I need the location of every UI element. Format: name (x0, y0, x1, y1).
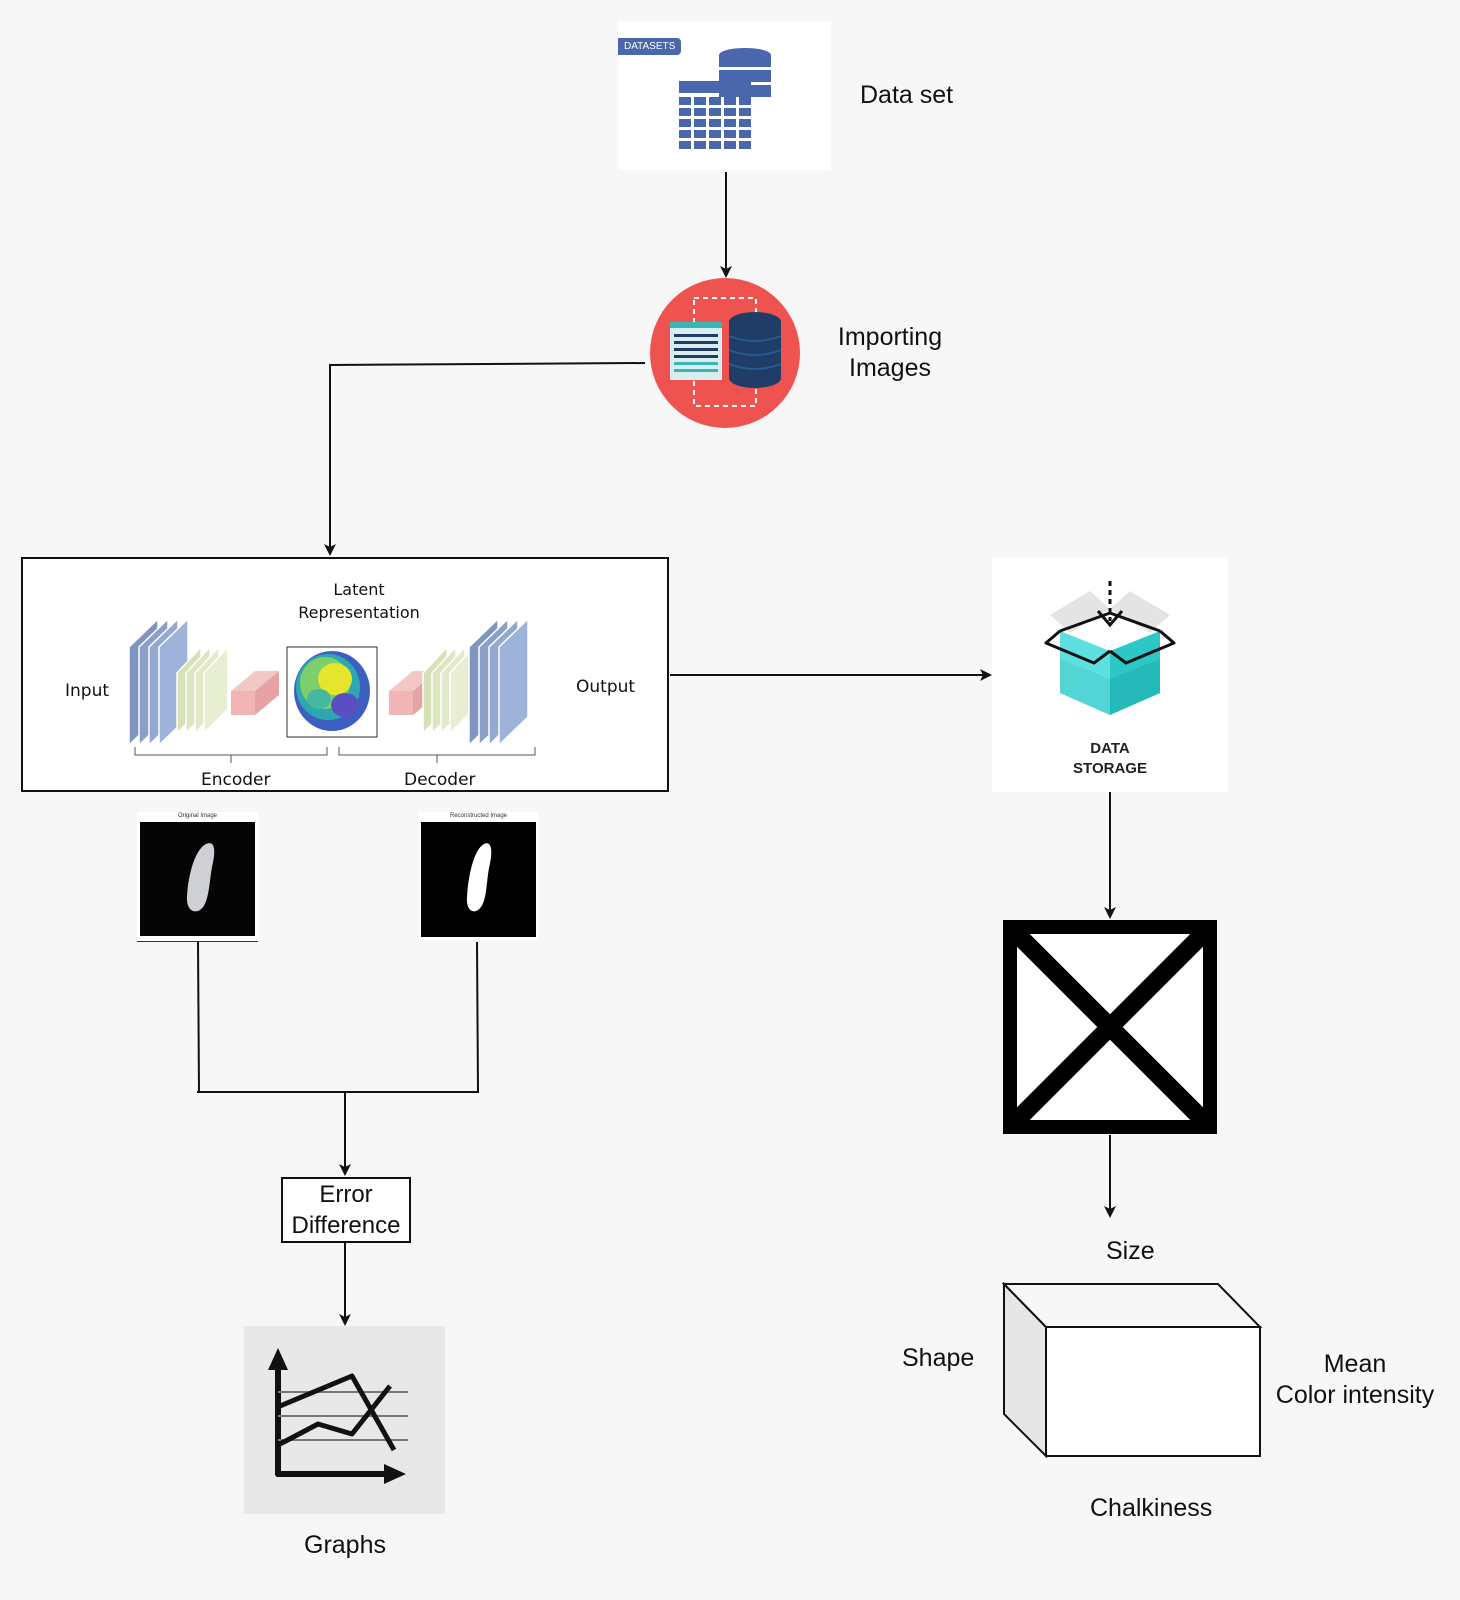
merge-line-original (197, 941, 200, 1093)
data-storage-card: DATA STORAGE (992, 557, 1228, 792)
decoder-brace (338, 747, 536, 763)
mean-label-line2: Color intensity (1275, 1381, 1435, 1409)
dataset-icon (679, 48, 771, 167)
dataset-label: Data set (860, 81, 954, 109)
reconstructed-image: Reconstructed Image (419, 812, 538, 940)
encoder-input-layers (128, 617, 189, 747)
grain-shape-original (186, 843, 215, 912)
grain-shape-reconstructed (466, 843, 492, 912)
output-label: Output (576, 677, 636, 697)
network-layers (128, 617, 536, 763)
importing-label-line2: Images (849, 354, 931, 382)
error-line2: Difference (291, 1212, 401, 1239)
input-label: Input (65, 681, 110, 701)
dataset-badge: DATASETS (618, 38, 682, 55)
arrow-import-to-autoencoder (324, 362, 646, 556)
original-image-caption: Original Image (177, 813, 218, 819)
feature-cube (1002, 1282, 1263, 1458)
mean-color-label: Mean Color intensity (1270, 1349, 1440, 1411)
storage-box-icon (1044, 581, 1176, 715)
merge-line-reconstructed (476, 941, 479, 1093)
autoencoder-diagram: Latent Representation Input Output (21, 557, 669, 792)
latent-label-line2: Representation (298, 603, 420, 622)
original-image-frame (140, 822, 255, 936)
latent-scatter (286, 646, 378, 738)
latent-label: Latent Representation (259, 578, 459, 624)
latent-label-line1: Latent (333, 580, 385, 599)
encoder-bottleneck (231, 671, 279, 715)
image-placeholder (1003, 920, 1217, 1134)
encoder-label: Encoder (201, 770, 271, 790)
storage-label-line2: STORAGE (1073, 760, 1147, 777)
dataset-card: DATASETS (618, 21, 831, 170)
graphs-icon (244, 1326, 445, 1514)
decoder-hidden-layers (422, 645, 475, 735)
importing-label: Importing Images (825, 322, 955, 384)
storage-label-line1: DATA (1090, 740, 1130, 757)
encoder-brace (134, 747, 328, 763)
shape-label: Shape (902, 1344, 975, 1372)
size-label: Size (1106, 1237, 1155, 1265)
encoder-hidden-layers (176, 645, 229, 735)
decoder-label: Decoder (404, 770, 476, 790)
importing-label-line1: Importing (837, 323, 943, 351)
decoder-output-layers (468, 617, 529, 747)
error-line1: Error (319, 1181, 373, 1208)
line-chart-icon (268, 1348, 408, 1484)
reconstructed-image-frame (421, 822, 536, 937)
importing-icon (650, 278, 800, 428)
graphs-label: Graphs (304, 1531, 386, 1559)
mean-label-line1: Mean (1323, 1350, 1387, 1378)
original-image: Original Image (137, 812, 258, 942)
chalkiness-label: Chalkiness (1090, 1494, 1213, 1522)
reconstructed-image-caption: Reconstructed Image (449, 813, 508, 819)
storage-label: DATA STORAGE (992, 739, 1228, 779)
error-difference-box: Error Difference (281, 1177, 411, 1243)
